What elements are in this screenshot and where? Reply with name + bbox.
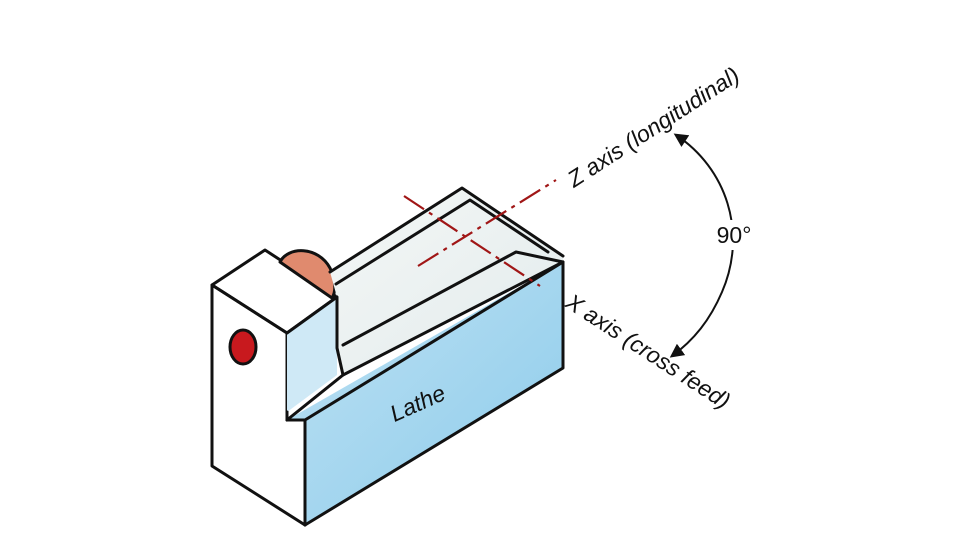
indicator-light-icon — [228, 328, 258, 366]
angle-label: 90° — [717, 222, 752, 248]
rear-rail-inner — [334, 198, 550, 286]
x-axis-line — [403, 195, 541, 287]
angle-label-bg — [704, 220, 760, 250]
rear-rail — [328, 186, 565, 274]
bed-surface — [330, 188, 563, 375]
chuck-icon — [278, 249, 337, 300]
bed-front-face — [287, 262, 563, 525]
x-axis-label: X axis (cross feed) — [560, 288, 735, 414]
angle-arc-icon — [669, 133, 734, 358]
bed-top-front-edge — [285, 373, 345, 422]
z-axis-label: Z axis (longitudinal) — [562, 62, 744, 193]
front-rail-step — [341, 260, 565, 377]
z-axis-line — [417, 179, 557, 267]
headstock-front-face-outline — [285, 295, 345, 377]
front-rail — [341, 250, 565, 347]
